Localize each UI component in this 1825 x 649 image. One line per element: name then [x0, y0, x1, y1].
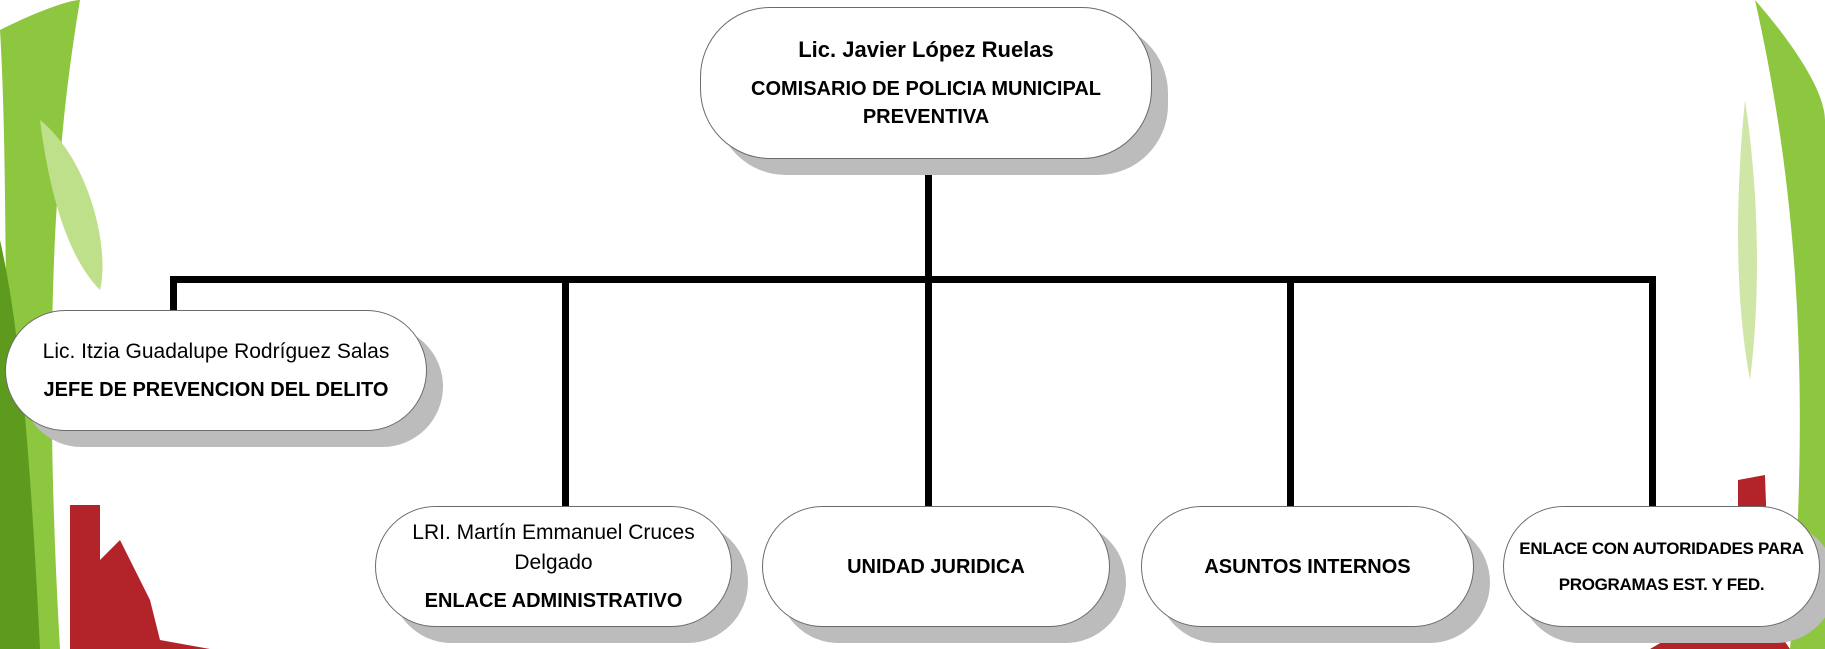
node-comisario-role: COMISARIO DE POLICIA MUNICIPAL PREVENTIV… — [751, 78, 1101, 129]
left-green-leaf-edge — [0, 240, 40, 649]
left-red-emblem — [70, 505, 210, 649]
node-enlace-autoridades-role-line1: ENLACE CON AUTORIDADES PARA — [1519, 538, 1804, 558]
connector-internos — [1287, 276, 1294, 506]
left-green-leaf-inner — [40, 120, 103, 290]
node-enlace-autoridades-role-line2: PROGRAMAS EST. Y FED. — [1558, 574, 1765, 594]
connector-admin — [562, 276, 569, 506]
node-asuntos-internos-role: ASUNTOS INTERNOS — [1204, 555, 1411, 578]
node-comisario: Lic. Javier López Ruelas COMISARIO DE PO… — [700, 7, 1152, 159]
connector-juridica — [925, 276, 932, 506]
node-unidad-juridica: UNIDAD JURIDICA — [762, 506, 1110, 627]
root-connector — [925, 158, 932, 282]
node-comisario-name: Lic. Javier López Ruelas — [798, 36, 1054, 62]
connector-enlace — [1649, 276, 1656, 506]
node-enlace-administrativo-role: ENLACE ADMINISTRATIVO — [424, 589, 683, 612]
node-prevencion-name: Lic. Itzia Guadalupe Rodríguez Salas — [42, 339, 390, 363]
node-enlace-autoridades: ENLACE CON AUTORIDADES PARA PROGRAMAS ES… — [1503, 506, 1820, 627]
right-green-leaf-inner — [1738, 100, 1757, 380]
node-prevencion-role: JEFE DE PREVENCION DEL DELITO — [43, 379, 389, 402]
node-enlace-administrativo: LRI. Martín Emmanuel Cruces Delgado ENLA… — [375, 506, 732, 627]
node-asuntos-internos: ASUNTOS INTERNOS — [1141, 506, 1474, 627]
node-unidad-juridica-role: UNIDAD JURIDICA — [847, 555, 1025, 578]
node-enlace-administrativo-name: LRI. Martín Emmanuel Cruces Delgado — [412, 521, 695, 574]
horizontal-connector — [170, 276, 1656, 283]
right-green-leaf — [1755, 0, 1825, 649]
node-prevencion: Lic. Itzia Guadalupe Rodríguez Salas JEF… — [5, 310, 427, 431]
connector-prevention — [170, 276, 177, 310]
